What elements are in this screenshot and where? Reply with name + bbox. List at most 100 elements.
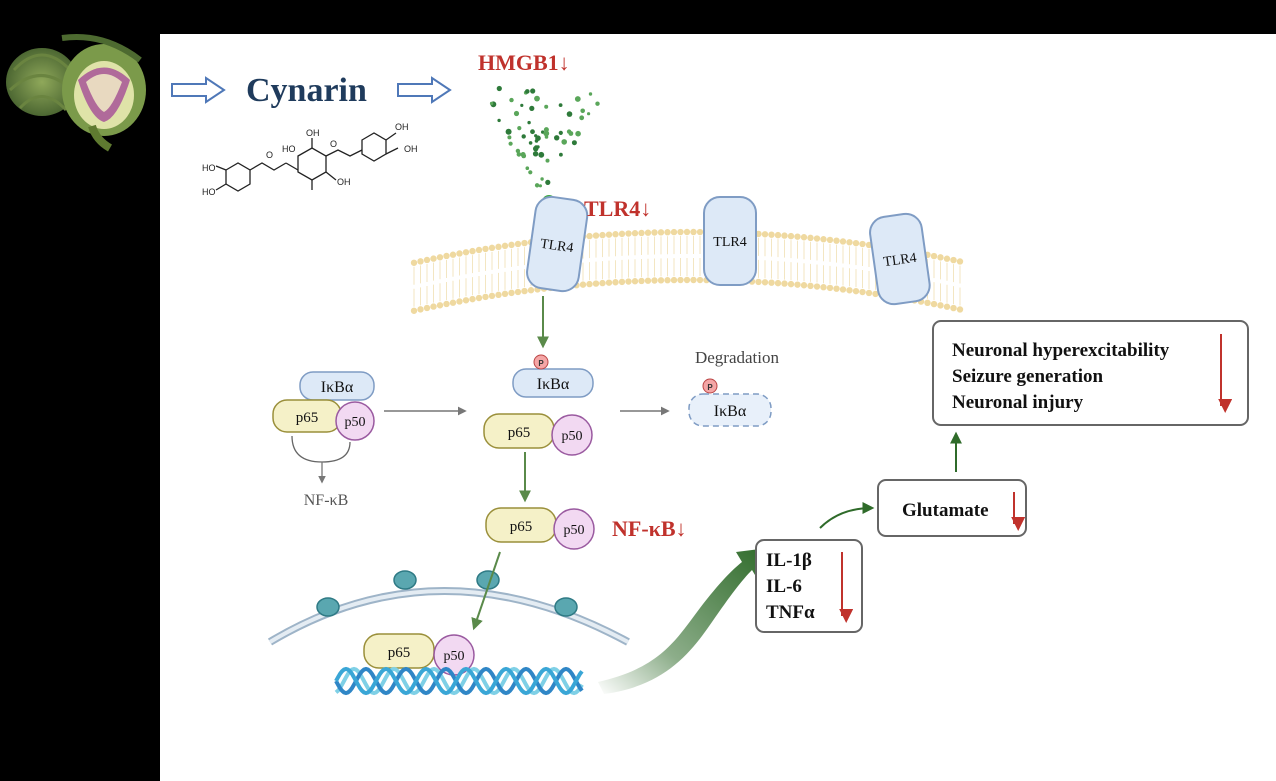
lipid-head xyxy=(859,240,866,248)
lipid-head xyxy=(930,252,938,260)
lipid-head xyxy=(950,256,957,264)
hmgb1-particle xyxy=(513,110,520,117)
lipid-head xyxy=(839,238,847,245)
lipid-head xyxy=(690,276,697,284)
mol-label: OH xyxy=(404,144,418,154)
phosphate-icon xyxy=(533,354,549,370)
lipid-head xyxy=(443,252,450,260)
hmgb1-particle xyxy=(587,112,591,116)
lipid-head xyxy=(696,228,704,236)
lipid-head xyxy=(618,278,626,286)
tlr4-down-label: TLR4↓ xyxy=(584,196,651,221)
p50-label: p50 xyxy=(562,429,583,444)
lipid-head xyxy=(449,251,457,258)
hmgb1-particle xyxy=(545,179,551,185)
lipid-head xyxy=(865,289,873,297)
ikba-label: IκBα xyxy=(321,379,354,396)
lipid-head xyxy=(826,284,834,292)
lipid-head xyxy=(612,231,619,238)
outcome-seizure: Seizure generation xyxy=(952,366,1104,387)
lipid-head xyxy=(950,304,957,312)
hmgb1-particle xyxy=(496,85,502,92)
mol-label: HO xyxy=(202,163,216,173)
lipid-head xyxy=(488,244,496,252)
outcome-injury: Neuronal injury xyxy=(952,392,1084,413)
tlr4-receptor-label: TLR4 xyxy=(882,251,917,271)
hmgb1-particle xyxy=(530,129,535,135)
hmgb1-particle xyxy=(575,130,581,137)
lipid-head xyxy=(599,231,606,239)
hmgb1-particle xyxy=(538,151,545,158)
p50-subunit xyxy=(551,414,593,456)
lipid-head xyxy=(820,236,827,243)
tlr4-receptor-label: TLR4 xyxy=(713,235,746,250)
lipid-head xyxy=(852,239,860,247)
hmgb1-label: HMGB1↓ xyxy=(478,50,570,75)
lipid-head xyxy=(495,243,502,251)
lipid-head xyxy=(664,277,671,284)
hmgb1-particle xyxy=(508,141,513,146)
hmgb1-particle xyxy=(505,128,512,135)
hollow-arrow-icon xyxy=(171,76,226,104)
lipid-head xyxy=(417,258,424,265)
lipid-head xyxy=(774,279,782,287)
hmgb1-particle xyxy=(507,135,512,140)
p50-label: p50 xyxy=(564,523,585,538)
mol-label: HO xyxy=(282,144,296,154)
lipid-head xyxy=(501,242,509,250)
hmgb1-particle xyxy=(530,88,536,94)
lipid-head xyxy=(410,307,418,314)
hmgb1-particle xyxy=(558,103,563,107)
lipid-head xyxy=(846,239,853,246)
lipid-head xyxy=(937,302,944,309)
lipid-head xyxy=(852,287,860,295)
hmgb1-particle xyxy=(516,152,522,157)
p65-label: p65 xyxy=(388,645,411,661)
lipid-head xyxy=(482,293,489,301)
lipid-head xyxy=(768,231,775,238)
hmgb1-particle xyxy=(558,130,563,135)
lipid-head xyxy=(807,234,814,242)
artichoke-image xyxy=(6,33,146,152)
hmgb1-particle xyxy=(543,130,550,137)
lipid-head xyxy=(787,232,795,240)
hmgb1-particle xyxy=(595,101,600,106)
mol-label: O xyxy=(266,150,273,160)
lipid-head xyxy=(670,276,678,284)
lipid-head xyxy=(859,288,866,296)
lipid-head xyxy=(755,278,762,286)
lipid-head xyxy=(436,302,444,309)
lipid-head xyxy=(449,299,457,306)
hmgb1-particle xyxy=(489,101,494,106)
p50-label: p50 xyxy=(345,415,366,430)
lipid-head xyxy=(488,292,496,300)
nfkb-down-label: NF-κB↓ xyxy=(612,516,687,541)
lipid-head xyxy=(605,279,613,286)
lipid-head xyxy=(846,287,853,294)
lipid-head xyxy=(651,277,658,284)
lipid-head xyxy=(423,256,431,264)
lipid-head xyxy=(683,228,691,236)
mol-label: OH xyxy=(306,128,320,138)
lipid-head xyxy=(657,277,665,284)
lipid-head xyxy=(781,280,788,287)
lipid-head xyxy=(417,306,424,313)
lipid-head xyxy=(774,231,782,239)
compound-title: Cynarin xyxy=(246,72,367,109)
hmgb1-particle xyxy=(554,135,560,141)
hmgb1-particle xyxy=(525,166,530,170)
cynarin-structure xyxy=(215,132,399,192)
p65-label: p65 xyxy=(508,425,531,441)
lipid-head xyxy=(943,255,951,262)
lipid-head xyxy=(670,228,678,236)
lipid-head xyxy=(872,290,879,298)
hmgb1-particle xyxy=(525,89,530,94)
lipid-head xyxy=(521,287,528,295)
lipid-head xyxy=(820,284,827,291)
hmgb1-particle xyxy=(559,152,563,157)
glutamate-label: Glutamate xyxy=(902,500,989,521)
hmgb1-particle xyxy=(579,115,585,121)
hmgb1-particle xyxy=(528,141,533,145)
outcome-hyperexcitability: Neuronal hyperexcitability xyxy=(952,340,1170,361)
mol-label: HO xyxy=(202,187,216,197)
